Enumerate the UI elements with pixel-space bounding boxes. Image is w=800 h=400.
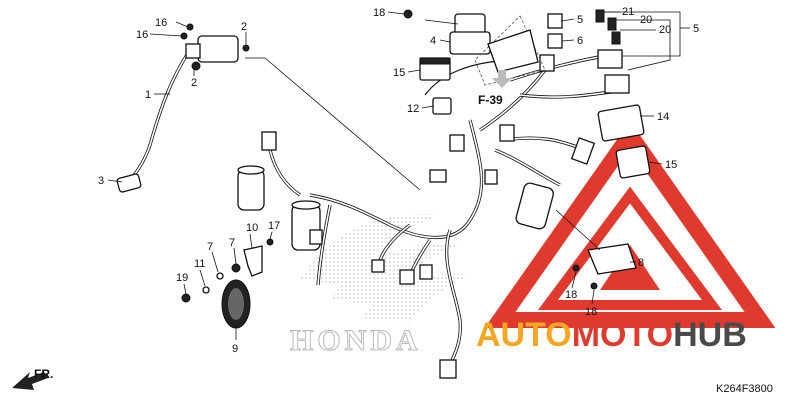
callout-15: 15 [665,159,677,171]
callout-1: 1 [145,89,151,101]
wordmark-hub: HUB [673,316,747,354]
honda-logo-text: HONDA [290,324,422,357]
wordmark-auto: AUTO [476,316,572,354]
automotohub-triangle-logo [484,121,776,328]
part-12-relay [432,97,452,115]
callout-18-right: 18 [585,306,597,318]
callout-4: 4 [430,35,436,47]
callout-21: 21 [622,6,634,18]
part-14-unit [597,104,645,142]
callout-18-top: 18 [373,7,385,19]
callout-14: 14 [657,111,669,123]
callout-6: 6 [577,35,583,47]
callout-5-top: 5 [577,14,583,26]
callout-8: 8 [638,257,644,269]
callout-19: 19 [176,272,188,284]
f39-reference-box [474,15,546,88]
part-15-relay [615,145,651,179]
callout-18-left: 18 [565,289,577,301]
part-4-regulator [403,9,491,55]
callout-13: 15 [393,67,405,79]
part-5-6-connectors [547,13,563,49]
part-3-plug-cap [116,173,142,193]
callout-20-top: 20 [640,14,652,26]
part-20-21-fuses [595,9,621,45]
callout-3: 3 [98,175,104,187]
callout-11: 11 [194,258,205,270]
horn-washers [181,238,274,303]
section-reference-f39: F-39 [478,93,503,107]
callout-10: 10 [246,222,258,234]
automotohub-wordmark: AUTOMOTOHUB [476,316,747,355]
callout-9: 9 [232,343,238,355]
callout-12: 12 [407,103,419,115]
callout-5-right: 5 [693,23,699,35]
part-10-horn-bracket [243,245,263,277]
ignition-coil [180,23,250,71]
honda-wing-watermark [300,214,470,322]
callout-labels: 16 16 2 2 1 3 18 4 15 12 5 6 21 20 20 5 … [98,6,699,355]
callout-2-top: 2 [241,21,247,33]
wordmark-moto: MOTO [571,316,674,354]
front-direction-label: FR. [34,367,53,381]
callout-2-lower: 2 [191,77,197,89]
callout-17: 17 [268,220,280,232]
callout-20-lower: 20 [659,24,671,36]
relay-cylinder-left [237,165,265,211]
relay-cylinder-right [515,182,554,230]
diagram-code: K264F3800 [716,383,773,395]
callout-leaders [107,11,690,340]
callout-7-right: 7 [229,237,235,249]
part-13-fuse-box [419,57,451,81]
part-8-bracket [572,243,637,290]
part-1-plug-lead [130,49,192,179]
callout-16-lower: 16 [136,29,148,41]
front-direction-arrow [12,372,48,390]
part-9-horn [221,279,251,329]
callout-7-left: 7 [207,241,213,253]
harness-connectors [261,49,630,379]
callout-16-top: 16 [155,17,167,29]
